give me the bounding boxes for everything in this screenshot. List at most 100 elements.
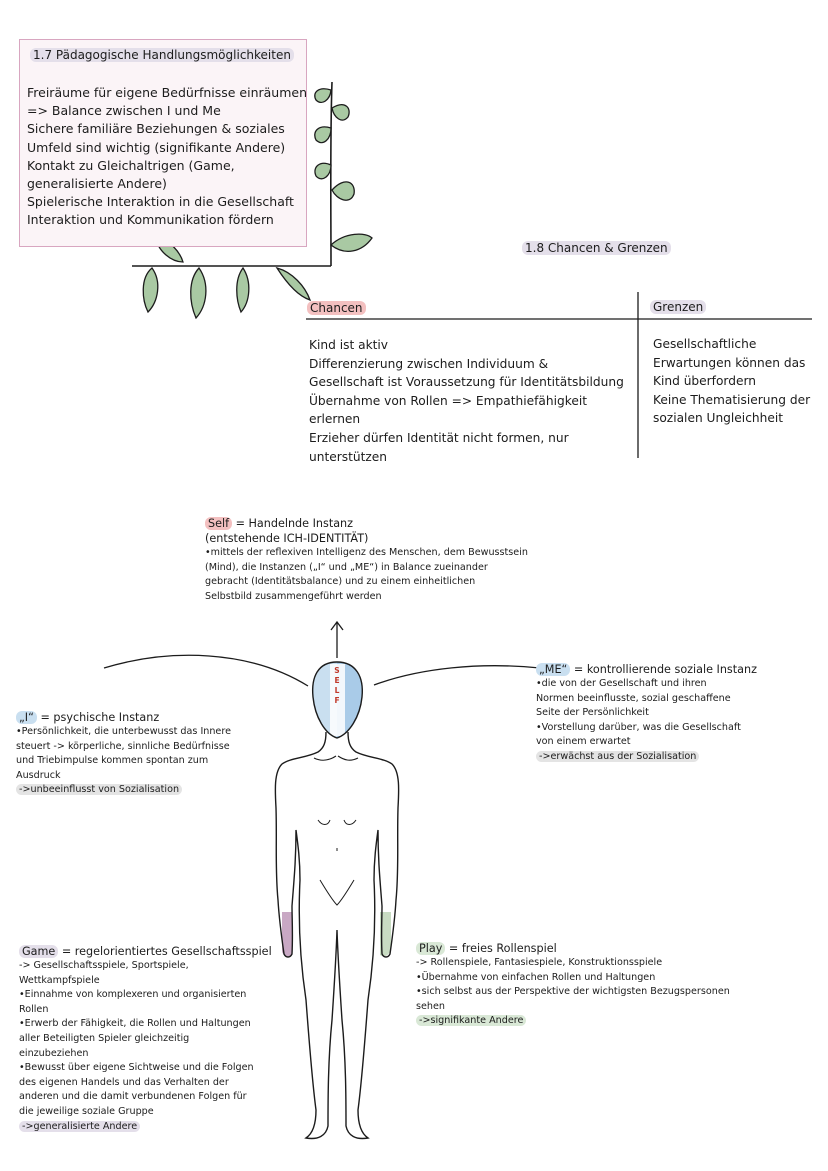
i-line: und Triebimpulse kommen spontan zum xyxy=(16,755,209,767)
me-line: Seite der Persönlichkeit xyxy=(536,707,649,719)
play-heading: Play = freies Rollenspiel xyxy=(416,941,816,956)
leaf xyxy=(331,181,355,201)
me-line: von einem erwartet xyxy=(536,736,631,748)
me-term: „ME“ xyxy=(536,663,571,676)
section-17-title: 1.7 Pädagogische Handlungsmöglichkeiten xyxy=(30,48,294,62)
list-item: Keine Thematisierung der xyxy=(653,392,811,407)
leaf xyxy=(314,162,332,180)
head-self-letters: S E L F xyxy=(332,666,342,706)
figure-hand-right-tint xyxy=(380,912,391,957)
chancen-header: Chancen xyxy=(307,301,366,315)
game-heading: Game = regelorientiertes Gesellschaftssp… xyxy=(19,944,279,959)
me-line: Normen beeinflusste, sozial geschaffene xyxy=(536,692,731,704)
self-line: •mittels der reflexiven Intelligenz des … xyxy=(205,547,528,558)
i-conclusion: ->unbeeinflusst von Sozialisation xyxy=(16,783,276,798)
game-line: •Bewusst über eigene Sichtweise und die … xyxy=(19,1062,254,1074)
section-17-box xyxy=(19,39,307,247)
game-line: Rollen xyxy=(19,1003,49,1015)
head-letter: L xyxy=(334,686,340,695)
section-17-title-text: 1.7 Pädagogische Handlungsmöglichkeiten xyxy=(30,48,294,62)
i-definition: = psychische Instanz xyxy=(36,711,160,724)
grenzen-list: Gesellschaftliche Erwartungen können das… xyxy=(653,335,810,428)
i-block: „I“ = psychische Instanz •Persönlichkeit… xyxy=(16,710,276,798)
me-conclusion: ->erwächst aus der Sozialisation xyxy=(536,750,821,765)
self-subheading: (entstehende ICH-IDENTITÄT) xyxy=(205,532,369,545)
play-line: •sich selbst aus der Perspektive der wic… xyxy=(416,986,730,998)
play-conclusion: ->signifikante Andere xyxy=(416,1014,816,1029)
i-line: •Persönlichkeit, die unterbewusst das In… xyxy=(16,726,231,737)
i-line: Ausdruck xyxy=(16,769,61,781)
figure-hand-left-tint xyxy=(282,912,292,957)
leaf xyxy=(329,233,373,252)
game-line: die jeweilige soziale Gruppe xyxy=(19,1105,154,1117)
game-conclusion-text: ->generalisierte Andere xyxy=(19,1120,141,1132)
play-line: sehen xyxy=(416,1000,445,1012)
self-line: gebracht (Identitätsbalance) und zu eine… xyxy=(205,576,476,588)
head-letter: S xyxy=(334,666,340,675)
leaf xyxy=(190,266,207,320)
game-conclusion: ->generalisierte Andere xyxy=(19,1120,279,1135)
game-term: Game xyxy=(19,945,59,958)
list-item: Kind überfordern xyxy=(653,374,756,389)
list-item: Kind ist aktiv xyxy=(309,338,389,352)
game-line: •Einnahme von komplexeren und organisier… xyxy=(19,989,247,1001)
leaf xyxy=(314,126,332,144)
head-letter: E xyxy=(334,676,340,685)
me-definition: = kontrollierende soziale Instanz xyxy=(570,663,757,676)
game-line: -> Gesellschaftsspiele, Sportspiele, xyxy=(19,960,189,971)
leaf xyxy=(275,266,312,302)
table-lines xyxy=(306,292,812,458)
chancen-label: Chancen xyxy=(307,301,366,315)
play-definition: = freies Rollenspiel xyxy=(445,942,557,955)
game-line: •Erwerb der Fähigkeit, die Rollen und Ha… xyxy=(19,1018,251,1030)
leaf-group xyxy=(142,88,373,320)
me-block: „ME“ = kontrollierende soziale Instanz •… xyxy=(536,662,821,765)
leaf xyxy=(314,88,332,104)
list-item: generalisierte Andere) xyxy=(27,176,167,192)
list-item: erlernen xyxy=(309,412,361,427)
self-term: Self xyxy=(205,517,233,530)
chancen-list: Kind ist aktiv Differenzierung zwischen … xyxy=(309,336,624,466)
game-line: anderen und die damit verbundenen Folgen… xyxy=(19,1091,247,1103)
list-item: Spielerische Interaktion in die Gesellsc… xyxy=(27,194,294,210)
list-item: Erzieher dürfen Identität nicht formen, … xyxy=(309,430,569,445)
list-item: Gesellschaftliche xyxy=(653,337,757,351)
play-line: •Übernahme von einfachen Rollen und Halt… xyxy=(416,971,656,983)
section-18-title-text: 1.8 Chancen & Grenzen xyxy=(522,241,671,255)
human-figure xyxy=(274,661,400,1140)
grenzen-label: Grenzen xyxy=(650,300,707,314)
leaf xyxy=(331,104,350,121)
i-line: steuert -> körperliche, sinnliche Bedürf… xyxy=(16,740,230,752)
play-line: -> Rollenspiele, Fantasiespiele, Konstru… xyxy=(416,957,663,968)
self-block: Self = Handelnde Instanz (entstehende IC… xyxy=(205,516,605,604)
list-item: Differenzierung zwischen Individuum & xyxy=(309,356,549,371)
list-item: Umfeld sind wichtig (signifikante Andere… xyxy=(27,139,286,155)
play-conclusion-text: ->signifikante Andere xyxy=(416,1015,527,1027)
list-item: Kontakt zu Gleichaltrigen (Game, xyxy=(27,157,235,173)
play-term: Play xyxy=(416,942,446,955)
head-letter: F xyxy=(334,696,340,705)
me-line: •Vorstellung darüber, was die Gesellscha… xyxy=(536,721,741,733)
connector-lines xyxy=(103,620,541,687)
list-item: Interaktion und Kommunikation fördern xyxy=(27,212,274,228)
me-line: •die von der Gesellschaft und ihren xyxy=(536,678,707,689)
grenzen-header: Grenzen xyxy=(650,300,707,314)
section-18-title: 1.8 Chancen & Grenzen xyxy=(522,241,671,255)
me-heading: „ME“ = kontrollierende soziale Instanz xyxy=(536,662,821,677)
list-item: Freiräume für eigene Bedürfnisse einräum… xyxy=(27,85,308,100)
self-line: Selbstbild zusammengeführt werden xyxy=(205,590,382,602)
self-line: (Mind), die Instanzen („I“ und „ME“) in … xyxy=(205,561,488,573)
list-item: Sichere familiäre Beziehungen & soziales xyxy=(27,121,285,137)
list-item: Übernahme von Rollen => Empathiefähigkei… xyxy=(309,393,587,408)
leaf xyxy=(236,266,250,314)
self-definition: = Handelnde Instanz xyxy=(232,517,354,530)
game-line: aller Beteiligten Spieler gleichzeitig xyxy=(19,1032,190,1044)
play-block: Play = freies Rollenspiel -> Rollenspiel… xyxy=(416,941,816,1029)
section-17-list: Freiräume für eigene Bedürfnisse einräum… xyxy=(27,84,308,230)
list-item: unterstützen xyxy=(309,449,387,464)
i-heading: „I“ = psychische Instanz xyxy=(16,710,276,725)
game-line: Wettkampfspiele xyxy=(19,974,100,986)
list-item: => Balance zwischen I und Me xyxy=(27,103,221,119)
list-item: Gesellschaft ist Voraussetzung für Ident… xyxy=(309,375,624,390)
leaf xyxy=(142,267,159,314)
